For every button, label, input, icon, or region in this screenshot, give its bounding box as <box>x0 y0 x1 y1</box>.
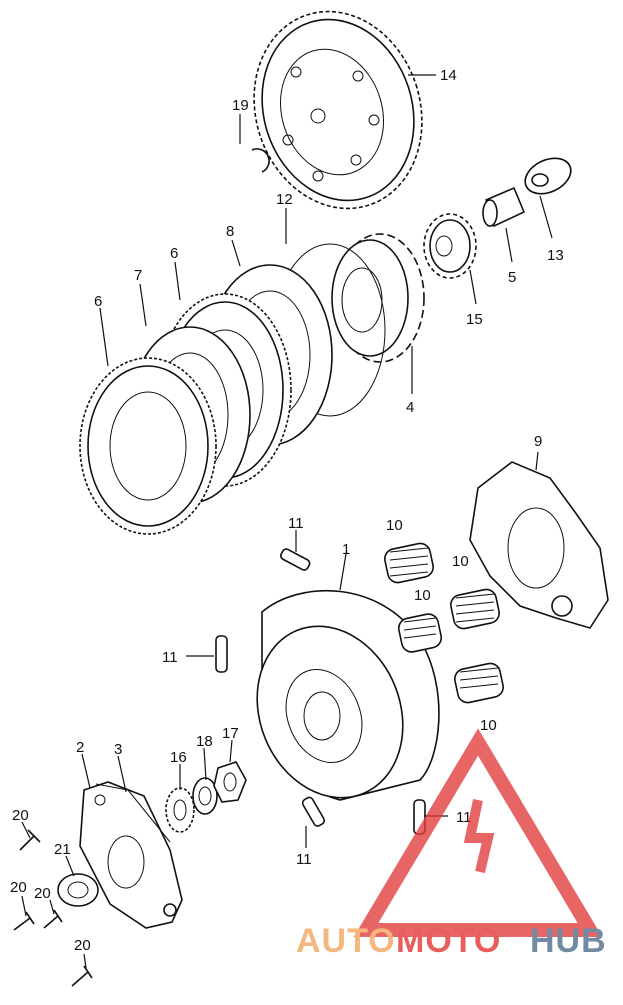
watermark-auto: AUTO <box>296 922 396 960</box>
callout-9: 9 <box>534 433 542 450</box>
callout-19: 19 <box>232 97 249 114</box>
gear-16 <box>165 787 195 833</box>
callout-10c: 10 <box>452 553 469 570</box>
collar-13 <box>524 157 572 195</box>
callout-labels: 14 19 13 5 15 4 12 8 6 7 6 9 10 10 10 10… <box>10 67 564 954</box>
bushing-5 <box>482 186 526 228</box>
friction-disc-6a <box>79 357 217 535</box>
clutch-outer-1 <box>256 589 440 801</box>
callout-13: 13 <box>547 247 564 264</box>
callout-11d: 11 <box>456 809 472 826</box>
screw-20c <box>43 909 63 929</box>
callout-10b: 10 <box>414 587 431 604</box>
callout-4: 4 <box>406 399 414 416</box>
callout-11c: 11 <box>296 851 312 868</box>
watermark-moto: MOTO <box>396 922 501 960</box>
callout-11b: 11 <box>162 649 178 666</box>
callout-6b: 6 <box>170 245 178 262</box>
pin-11b <box>215 635 228 673</box>
leader-lines <box>21 74 553 969</box>
screw-20b <box>13 911 35 931</box>
nut-17 <box>213 761 247 803</box>
callout-7: 7 <box>134 267 142 284</box>
callout-11a: 11 <box>288 515 304 532</box>
clutch-hub-4 <box>331 233 425 363</box>
callout-3: 3 <box>114 741 122 758</box>
washer-18 <box>192 777 218 815</box>
spring-10a <box>384 542 434 584</box>
callout-20b: 20 <box>10 879 27 896</box>
watermark-inner-mark <box>463 798 495 874</box>
spring-10c <box>450 588 500 630</box>
pump-body-2-3 <box>79 781 183 929</box>
watermark-triangle <box>353 728 603 937</box>
pinion-15 <box>423 213 477 279</box>
callout-10d: 10 <box>480 717 497 734</box>
callout-6a: 6 <box>94 293 102 310</box>
callout-8: 8 <box>226 223 234 240</box>
circlip-19 <box>251 148 270 173</box>
watermark-logo: AUTO MOTO HUB <box>296 728 607 960</box>
callout-17: 17 <box>222 725 239 742</box>
callout-21: 21 <box>54 841 71 858</box>
screw-20a <box>19 829 41 851</box>
spring-10d <box>454 662 504 704</box>
callout-5: 5 <box>508 269 516 286</box>
watermark-hub: HUB <box>530 922 607 960</box>
screw-20d <box>71 965 93 987</box>
callout-14: 14 <box>440 67 457 84</box>
callout-20c: 20 <box>34 885 51 902</box>
gear-14 <box>253 10 423 210</box>
lifter-plate-9 <box>469 461 609 629</box>
callout-2: 2 <box>76 739 84 756</box>
callout-18: 18 <box>196 733 213 750</box>
bearing-21 <box>57 873 99 907</box>
callout-20d: 20 <box>74 937 91 954</box>
callout-1: 1 <box>342 541 350 558</box>
pin-11c <box>301 796 326 827</box>
callout-20a: 20 <box>12 807 29 824</box>
spring-10b <box>397 613 443 653</box>
pin-11a <box>280 548 311 571</box>
callout-10a: 10 <box>386 517 403 534</box>
callout-16: 16 <box>170 749 187 766</box>
callout-15: 15 <box>466 311 483 328</box>
callout-12: 12 <box>276 191 293 208</box>
